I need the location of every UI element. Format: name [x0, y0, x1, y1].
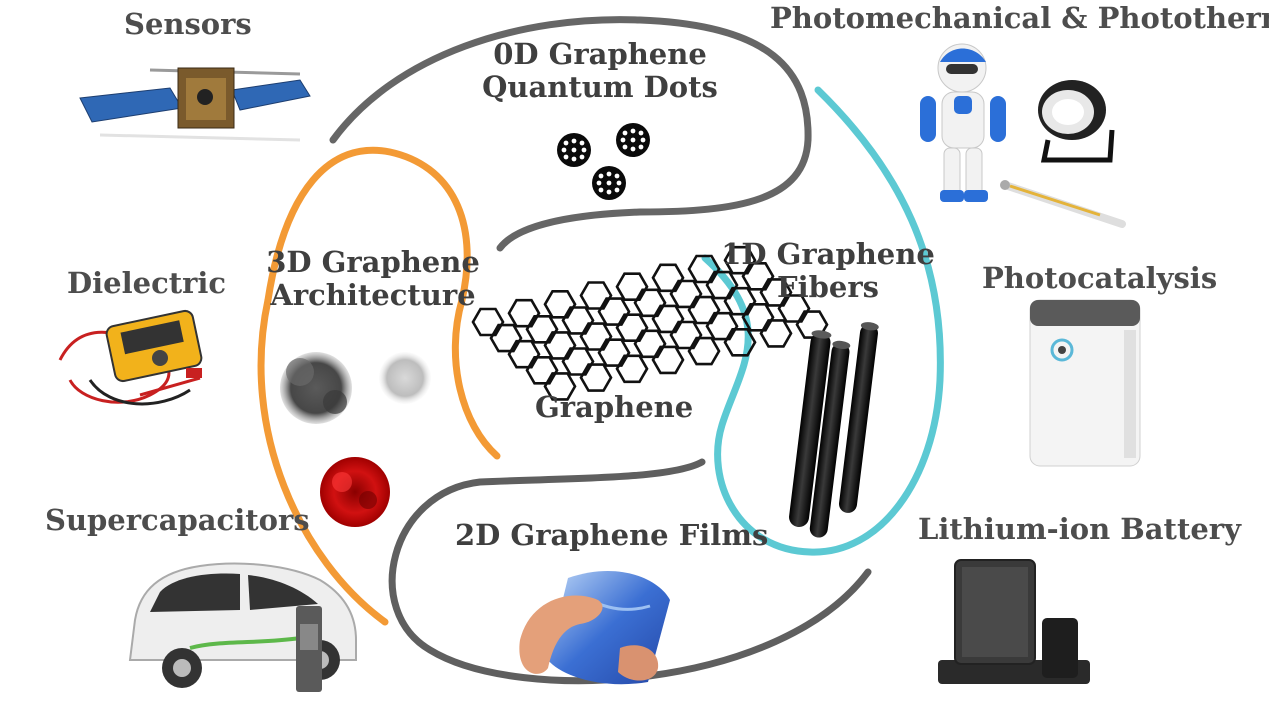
two-d-curve	[388, 458, 872, 685]
one-d-curve	[701, 86, 944, 556]
dielectric-label: Dielectric	[67, 266, 227, 300]
thermometer-icon	[1000, 180, 1126, 228]
zero-d-curve	[329, 16, 812, 252]
one-d-line2: Fibers	[777, 270, 879, 305]
zero-d-line1: 0D Graphene	[493, 37, 707, 71]
photocatalysis-label: Photocatalysis	[982, 261, 1218, 295]
spotlight-icon	[1038, 80, 1115, 163]
multimeter-icon	[58, 309, 203, 406]
three-d-line1: 3D Graphene	[266, 245, 480, 279]
air-purifier-icon	[1029, 299, 1141, 467]
sensors-label: Sensors	[124, 7, 252, 41]
zero-d-label: 0D Graphene Quantum Dots	[470, 37, 730, 105]
lithium-battery-label: Lithium-ion Battery	[918, 512, 1241, 546]
electric-car-icon	[128, 562, 357, 692]
one-d-line1: 1D Graphene	[721, 237, 935, 271]
quantum-dot-icon	[557, 123, 650, 200]
graphene-center-label: Graphene	[535, 390, 694, 424]
aerogel-icon	[280, 352, 431, 527]
flexible-film-icon	[519, 570, 670, 685]
fiber-rod-icon	[789, 322, 879, 538]
honeycomb-lattice-icon	[471, 245, 829, 401]
three-d-label: 3D Graphene Architecture	[258, 245, 488, 313]
satellite-icon	[79, 67, 311, 142]
supercapacitors-label: Supercapacitors	[45, 503, 310, 537]
robot-icon	[920, 43, 1006, 202]
one-d-label: 1D Graphene Fibers	[718, 237, 938, 305]
three-d-line2: Architecture	[270, 278, 476, 313]
photomechanical-label: Photomechanical & Photothermal	[770, 1, 1269, 35]
tablet-phone-icon	[938, 559, 1090, 684]
two-d-label: 2D Graphene Films	[455, 518, 769, 552]
three-d-curve	[257, 146, 501, 626]
zero-d-line2: Quantum Dots	[482, 70, 718, 105]
